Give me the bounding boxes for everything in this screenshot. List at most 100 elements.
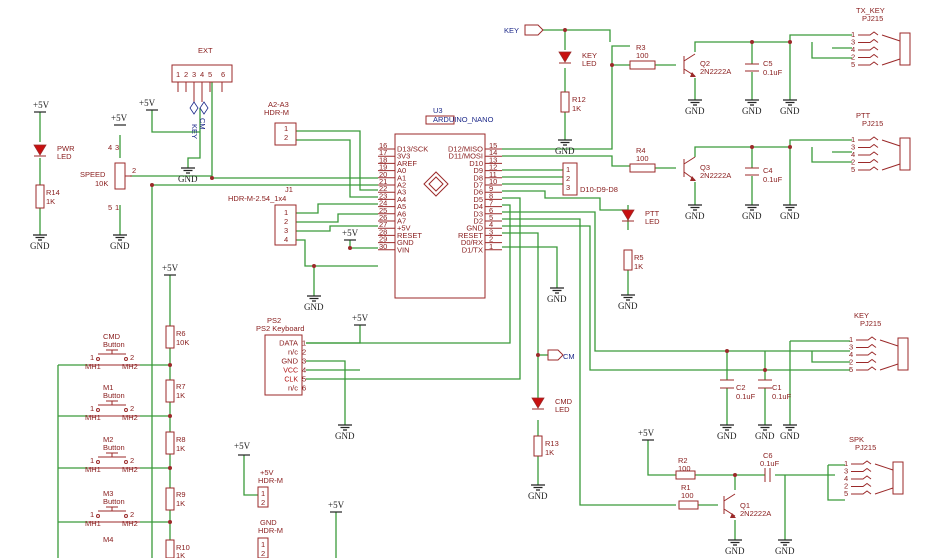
ground-symbol: GND [742,99,762,116]
svg-text:4: 4 [108,143,112,152]
ground-symbol: GND [725,539,745,556]
svg-text:R6: R6 [176,329,186,338]
button-ref: M1 [103,383,113,392]
svg-text:100: 100 [636,154,649,163]
q2-transistor: Q2 2N2222A [683,53,731,77]
jack-pin-num: 5 [851,60,855,69]
u3-right-pin-label: D2 [473,217,483,226]
u3-left-pin-num: 29 [379,235,387,244]
svg-text:D10-D9-D8: D10-D9-D8 [580,185,618,194]
ground-symbol: GND [547,287,567,304]
button-ref: M2 [103,435,113,444]
u3-right-pin-num: 2 [489,235,493,244]
jack-pin-num: 3 [851,143,855,152]
q1-transistor: Q1 2N2222A [723,493,771,518]
svg-text:GND: GND [717,431,737,441]
ps2-pin-num: 3 [302,357,306,366]
svg-text:2: 2 [284,133,288,142]
ext-pin-5: 5 [208,70,212,79]
u3-right-pin-num: 15 [489,141,497,150]
svg-text:+5V: +5V [328,500,345,510]
svg-text:GND: GND [775,546,795,556]
ps2-pin-label: VCC [283,368,298,375]
svg-text:2N2222A: 2N2222A [700,171,731,180]
svg-text:100: 100 [636,51,649,60]
svg-text:MH1: MH1 [85,465,101,474]
u3-right-pin-label: D0/RX [461,238,483,247]
svg-text:GND: GND [725,546,745,556]
u3-right-pin-label: D12/MISO [448,145,483,154]
u3-right-pin-label: D7 [473,181,483,190]
svg-text:SPEED: SPEED [80,170,106,179]
u3-left-pin-num: 16 [379,141,387,150]
u3-name: ARDUINO_NANO [433,115,494,124]
jack-name: PJ215 [862,14,883,23]
u3-left-pin-num: 19 [379,163,387,172]
svg-text:LED: LED [582,59,597,68]
svg-text:+5V: +5V [234,441,251,451]
ground-symbol: GND [178,167,198,184]
u3-right-pin-label: D8 [473,173,483,182]
ext-key-label: KEY [190,124,199,139]
svg-text:R14: R14 [46,188,60,197]
svg-text:R8: R8 [176,435,186,444]
jack-pin-num: 2 [849,358,853,367]
svg-text:+5V: +5V [342,228,359,238]
u3-left-pin-label: A7 [397,217,406,226]
svg-text:1K: 1K [572,104,581,113]
u3-right-pin-num: 5 [489,213,493,222]
ptt-led: PTT LED [621,209,660,226]
svg-text:PWR: PWR [57,144,75,153]
u3-left-pin-num: 20 [379,170,387,179]
svg-text:1: 1 [90,456,94,465]
svg-text:+5V: +5V [260,468,274,477]
button-ref: M4 [103,535,113,544]
audio-jacks: TX_KEYPJ21513425PTTPJ21513425KEYPJ215134… [844,6,911,498]
u3-left-pin-label: GND [397,238,414,247]
jack-ref: KEY [854,311,869,320]
q3-transistor: Q3 2N2222A [683,156,731,181]
pushbutton: M4 [103,535,113,544]
svg-text:10K: 10K [95,179,108,188]
svg-text:R2: R2 [678,456,688,465]
u3-left-pin-label: A4 [397,195,406,204]
ground-symbol: GND [780,99,800,116]
svg-text:MH1: MH1 [85,413,101,422]
jack-ref: PTT [856,111,871,120]
u3-right-pin-label: D6 [473,188,483,197]
vcc-j1: +5V [342,228,359,241]
ps2-pin-label: CLK [284,377,298,384]
ground-symbol: GND [335,424,355,441]
svg-text:R1: R1 [681,483,691,492]
u3-left-pin-label: A6 [397,209,406,218]
svg-text:Q1: Q1 [740,501,750,510]
svg-text:0.1uF: 0.1uF [772,392,792,401]
u3-left-pin-label: 3V3 [397,152,410,161]
ps2-pin-num: 6 [302,384,306,393]
cmd-led: CMD LED [531,397,573,414]
svg-text:100: 100 [681,491,694,500]
svg-text:C2: C2 [736,383,746,392]
ext-cm-label: CM [198,118,207,130]
svg-text:LED: LED [645,217,660,226]
svg-text:GND: GND [110,241,130,251]
button-ref: M3 [103,489,113,498]
u3-right-pin-label: GND [466,224,483,233]
svg-text:1: 1 [90,353,94,362]
svg-text:3: 3 [115,143,119,152]
jack-pin-num: 1 [849,335,853,344]
u3-left-pin-num: 21 [379,177,387,186]
svg-text:1K: 1K [176,391,185,400]
jack-pin-num: 3 [844,467,848,476]
button-name: Button [103,391,125,400]
power-symbols: +5V +5V +5V +5V +5V +5V +5V +5V +5V [33,98,655,513]
c2: C2 0.1uF [720,379,756,401]
u3-ref: U3 [433,106,443,115]
vcc-pwr: +5V [33,100,50,113]
